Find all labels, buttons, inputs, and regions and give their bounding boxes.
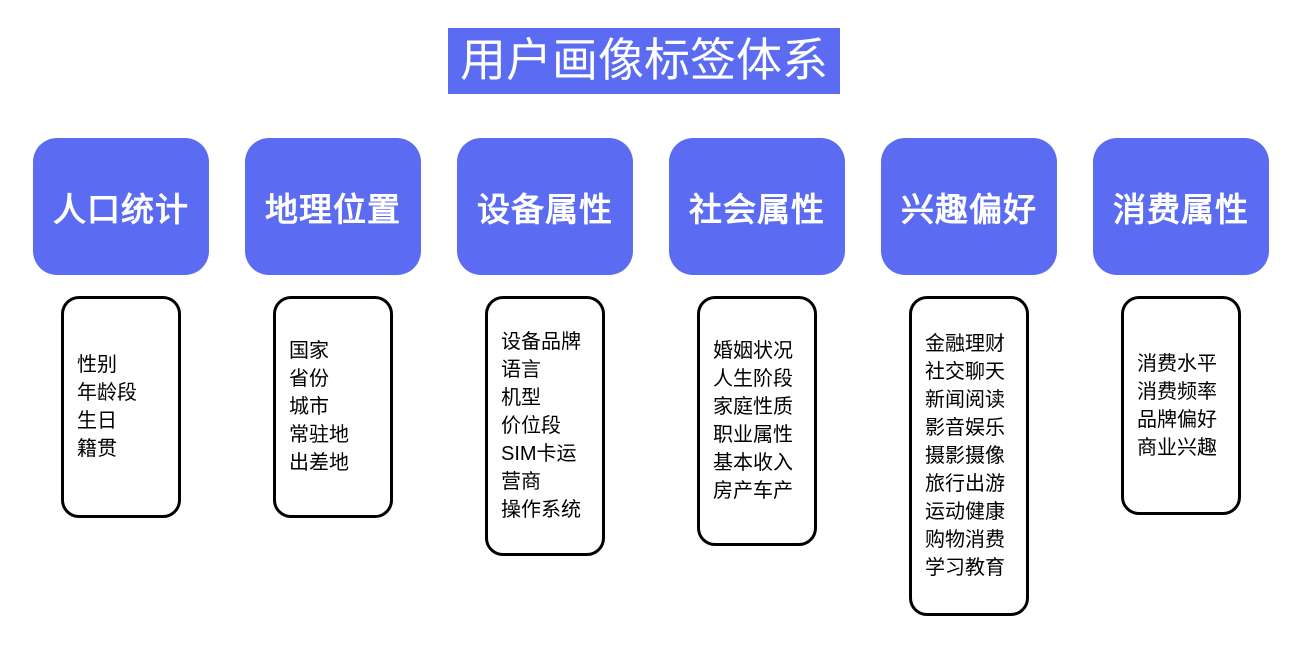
category-header: 设备属性 xyxy=(457,138,633,275)
tag-item: 新闻阅读 xyxy=(925,389,1005,411)
category-column: 设备属性 设备品牌语言机型价位段 SIM卡运营商操作系统 xyxy=(457,138,633,556)
tag-item: 影音娱乐 xyxy=(925,417,1005,439)
tag-item: SIM卡运营商 xyxy=(501,443,577,493)
tag-item: 婚姻状况 xyxy=(713,340,793,362)
category-items-box: 消费水平消费频率品牌偏好商业兴趣 xyxy=(1121,296,1241,515)
tag-item: 价位段 xyxy=(501,415,561,437)
tag-item: 籍贯 xyxy=(77,438,117,460)
tag-item: 常驻地 xyxy=(289,424,349,446)
tag-item: 社交聊天 xyxy=(925,361,1005,383)
tag-item: 操作系统 xyxy=(501,499,581,521)
category-header: 消费属性 xyxy=(1093,138,1269,275)
category-column: 社会属性 婚姻状况人生阶段家庭性质职业属性基本收入房产车产 xyxy=(669,138,845,546)
tag-item: 运动健康 xyxy=(925,501,1005,523)
tag-item: 摄影摄像 xyxy=(925,445,1005,467)
tag-item: 学习教育 xyxy=(925,557,1005,579)
category-items-list: 国家省份城市常驻地出差地 xyxy=(276,337,390,477)
category-items-list: 婚姻状况人生阶段家庭性质职业属性基本收入房产车产 xyxy=(700,337,814,505)
category-header: 人口统计 xyxy=(33,138,209,275)
category-items-list: 设备品牌语言机型价位段 SIM卡运营商操作系统 xyxy=(488,328,602,524)
tag-item: 基本收入 xyxy=(713,452,793,474)
tag-item: 消费频率 xyxy=(1137,380,1217,403)
tag-item: 消费水平 xyxy=(1137,352,1217,375)
tag-item: 国家 xyxy=(289,340,329,362)
category-column: 地理位置 国家省份城市常驻地出差地 xyxy=(245,138,421,518)
category-column: 消费属性 消费水平消费频率品牌偏好商业兴趣 xyxy=(1093,138,1269,515)
tag-item: 省份 xyxy=(289,368,329,390)
page-title: 用户画像标签体系 xyxy=(448,28,840,94)
tag-item: 房产车产 xyxy=(713,480,793,502)
columns-row: 人口统计 性别年龄段生日籍贯 地理位置 国家省份城市常驻地出差地 设备属性 设备… xyxy=(33,138,1269,616)
tag-item: 金融理财 xyxy=(925,333,1005,355)
category-items-box: 性别年龄段生日籍贯 xyxy=(61,296,181,518)
category-items-list: 消费水平消费频率品牌偏好商业兴趣 xyxy=(1124,350,1238,462)
tag-item: 设备品牌 xyxy=(501,331,581,353)
tag-item: 城市 xyxy=(289,396,329,418)
category-items-box: 设备品牌语言机型价位段 SIM卡运营商操作系统 xyxy=(485,296,605,556)
tag-item: 生日 xyxy=(77,410,117,432)
category-header: 地理位置 xyxy=(245,138,421,275)
tag-item: 职业属性 xyxy=(713,424,793,446)
tag-item: 旅行出游 xyxy=(925,473,1005,495)
category-column: 兴趣偏好 金融理财社交聊天新闻阅读影音娱乐摄影摄像旅行出游运动健康购物消费学习教… xyxy=(881,138,1057,616)
tag-item: 年龄段 xyxy=(77,382,137,404)
category-items-list: 性别年龄段生日籍贯 xyxy=(64,351,178,463)
tag-item: 出差地 xyxy=(289,452,349,474)
tag-item: 购物消费 xyxy=(925,529,1005,551)
category-items-box: 婚姻状况人生阶段家庭性质职业属性基本收入房产车产 xyxy=(697,296,817,546)
category-column: 人口统计 性别年龄段生日籍贯 xyxy=(33,138,209,518)
tag-item: 性别 xyxy=(77,354,117,376)
tag-item: 商业兴趣 xyxy=(1137,436,1217,459)
category-items-box: 国家省份城市常驻地出差地 xyxy=(273,296,393,518)
tag-item: 人生阶段 xyxy=(713,368,793,390)
tag-item: 语言 xyxy=(501,359,541,381)
category-header: 社会属性 xyxy=(669,138,845,275)
tag-item: 家庭性质 xyxy=(713,396,793,418)
category-items-box: 金融理财社交聊天新闻阅读影音娱乐摄影摄像旅行出游运动健康购物消费学习教育 xyxy=(909,296,1029,616)
category-items-list: 金融理财社交聊天新闻阅读影音娱乐摄影摄像旅行出游运动健康购物消费学习教育 xyxy=(912,330,1026,582)
category-header: 兴趣偏好 xyxy=(881,138,1057,275)
tag-item: 品牌偏好 xyxy=(1137,408,1217,431)
tag-item: 机型 xyxy=(501,387,541,409)
